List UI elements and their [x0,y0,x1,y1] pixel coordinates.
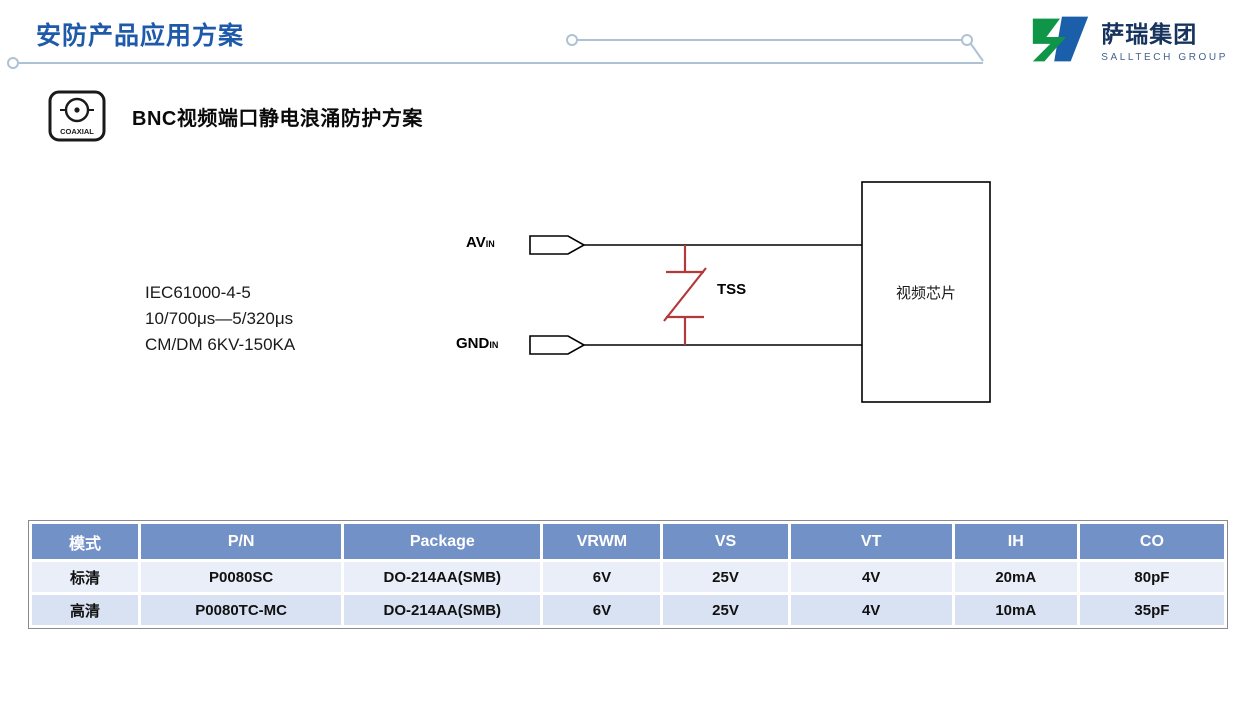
spec-line-2: 10/700μs—5/320μs [145,309,294,328]
col-header-vs: VS [663,524,788,559]
company-logo: 萨瑞集团 SALLTECH GROUP [1027,12,1228,66]
circuit-lines [529,181,991,403]
cell-ih: 10mA [954,595,1077,625]
spec-line-1: IEC61000-4-5 [145,283,251,302]
cell-package: DO-214AA(SMB) [344,562,541,592]
video-chip-box: 视频芯片 [895,284,956,302]
coaxial-connector-icon: COAXIAL [48,90,106,142]
cell-pn: P0080TC-MC [141,595,342,625]
cell-package: DO-214AA(SMB) [344,595,541,625]
col-header-vt: VT [790,524,952,559]
av-in-label: AVIN [466,234,495,251]
table-row: 高清 P0080TC-MC DO-214AA(SMB) 6V 25V 4V 10… [32,595,1224,625]
col-header-package: Package [344,524,541,559]
tss-label: TSS [717,281,747,298]
col-header-pn: P/N [141,524,342,559]
col-header-co: CO [1079,524,1224,559]
cell-pn: P0080SC [141,562,342,592]
cell-mode: 标清 [32,562,139,592]
table-header-row: 模式 P/N Package VRWM VS VT IH CO [32,524,1224,559]
surge-spec-text: IEC61000-4-5 10/700μs—5/320μs CM/DM 6KV-… [145,280,295,358]
coaxial-icon-label: COAXIAL [60,127,94,136]
col-header-vrwm: VRWM [543,524,661,559]
logo-subtitle: SALLTECH GROUP [1101,52,1228,63]
cell-mode: 高清 [32,595,139,625]
table-row: 标清 P0080SC DO-214AA(SMB) 6V 25V 4V 20mA … [32,562,1224,592]
gnd-in-label: GNDIN [456,335,499,352]
cell-co: 80pF [1079,562,1224,592]
header-decoration-line [7,34,984,69]
logo-mark-icon [1033,16,1089,62]
section-heading-row: COAXIAL BNC视频端口静电浪涌防护方案 [48,90,423,142]
page-title: 安防产品应用方案 [36,22,245,50]
cell-co: 35pF [1079,595,1224,625]
logo-text: 萨瑞集团 SALLTECH GROUP [1101,15,1228,63]
cell-vs: 25V [663,562,788,592]
cell-vs: 25V [663,595,788,625]
col-header-ih: IH [954,524,1077,559]
col-header-mode: 模式 [32,524,139,559]
spec-table: 模式 P/N Package VRWM VS VT IH CO 标清 P0080… [28,520,1228,629]
cell-vrwm: 6V [543,562,661,592]
tss-symbol [663,245,707,345]
cell-vt: 4V [790,595,952,625]
cell-vt: 4V [790,562,952,592]
cell-vrwm: 6V [543,595,661,625]
cell-ih: 20mA [954,562,1077,592]
spec-line-3: CM/DM 6KV-150KA [145,335,296,354]
circuit-diagram: IEC61000-4-5 10/700μs—5/320μs CM/DM 6KV-… [0,160,1256,510]
section-heading: BNC视频端口静电浪涌防护方案 [132,107,423,130]
logo-name: 萨瑞集团 [1101,21,1198,47]
